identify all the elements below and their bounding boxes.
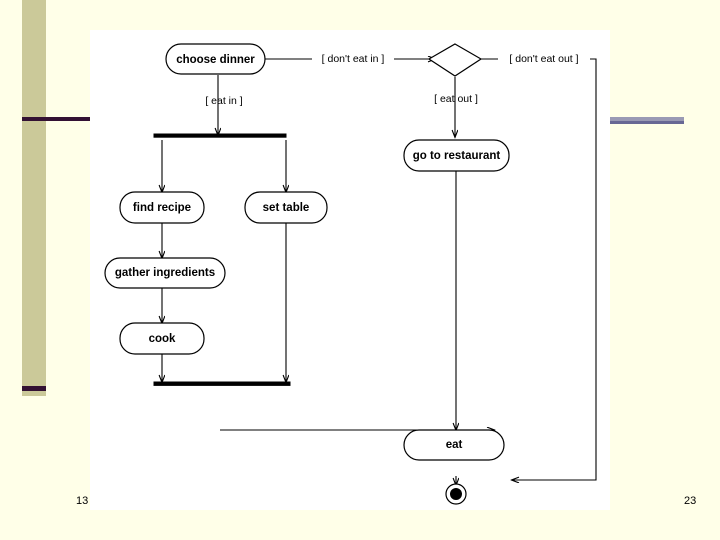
page-number-left: 13 <box>76 495 89 507</box>
node-label-gather-ingredients: gather ingredients <box>115 267 215 279</box>
svg-text:[ don't eat out ]: [ don't eat out ] <box>509 53 578 65</box>
node-go-to-restaurant: go to restaurant <box>403 139 510 172</box>
node-label-go-to-restaurant: go to restaurant <box>413 150 501 162</box>
node-label-choose-dinner: choose dinner <box>176 54 255 66</box>
node-set-table: set table <box>244 191 328 224</box>
left-decorative-band <box>0 0 46 540</box>
svg-text:[ don't eat in ]: [ don't eat in ] <box>322 53 385 65</box>
node-label-find-recipe: find recipe <box>133 202 191 214</box>
node-find-recipe: find recipe <box>119 191 205 224</box>
join-bar <box>153 381 291 386</box>
svg-text:[ eat out ]: [ eat out ] <box>434 93 478 105</box>
node-choose-dinner: choose dinner <box>165 43 266 75</box>
svg-text:[ eat in ]: [ eat in ] <box>205 95 242 107</box>
page-number-right: 23 <box>684 495 697 507</box>
node-label-cook: cook <box>149 333 176 345</box>
left-band-dark-cap <box>22 386 46 391</box>
node-label-eat: eat <box>446 439 463 451</box>
guard-eat-out: [ eat out ] <box>434 93 478 105</box>
flow-decision-dont-eat-out <box>474 58 597 480</box>
guard-eat-in: [ eat in ] <box>205 95 242 107</box>
final-state-node <box>445 483 467 505</box>
horizontal-rule-right-shadow <box>610 121 684 124</box>
horizontal-rule-right <box>610 117 684 121</box>
horizontal-rule-left <box>22 117 90 121</box>
node-decision <box>427 43 483 77</box>
activity-diagram: choose dinner go to restaurant find reci… <box>104 43 597 505</box>
fork-bar <box>153 133 287 138</box>
node-cook: cook <box>119 322 205 355</box>
node-eat: eat <box>403 429 505 461</box>
left-band-fill <box>22 0 46 396</box>
guard-dont-eat-out: [ don't eat out ] <box>498 50 590 67</box>
node-gather-ingredients: gather ingredients <box>104 257 226 289</box>
node-label-set-table: set table <box>263 202 310 214</box>
guard-dont-eat-in: [ don't eat in ] <box>312 50 394 67</box>
